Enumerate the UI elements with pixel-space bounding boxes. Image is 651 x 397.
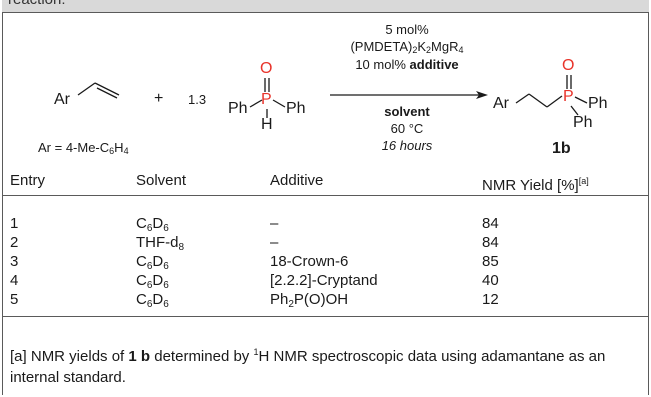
product-bond-3 (546, 95, 563, 108)
cell-solvent: THF-d8 (136, 234, 185, 253)
catalyst-formula: (PMDETA)2K2MgR4 (350, 39, 464, 55)
vinyl-double-bond-a (94, 82, 120, 96)
cell-additive: Ph2P(O)OH (270, 291, 349, 310)
left-border (2, 12, 3, 395)
cell-yield: 85 (482, 253, 499, 270)
product-p-ph-bond (574, 96, 588, 104)
oxygen-atom: O (260, 60, 273, 77)
cell-solvent: C6D6 (136, 272, 169, 291)
phenyl-right: Ph (286, 100, 306, 117)
cell-additive: – (270, 215, 279, 232)
cell-entry: 5 (10, 291, 19, 308)
solvent-label: solvent (384, 104, 430, 119)
product-bond-2 (528, 93, 548, 108)
cell-entry: 1 (10, 215, 19, 232)
scheme-bonds (77, 75, 588, 118)
header-solvent: Solvent (136, 172, 187, 189)
caption-fragment: reaction: (8, 0, 66, 8)
header-additive: Additive (270, 172, 324, 189)
cell-yield: 12 (482, 291, 499, 308)
header-entry: Entry (10, 172, 46, 189)
cell-yield: 40 (482, 272, 499, 289)
product-label: 1b (552, 140, 571, 157)
product-oxygen-atom: O (562, 57, 575, 74)
ar-definition: Ar = 4-Me-C6H4 (38, 140, 129, 156)
table-footnote: [a] NMR yields of 1 b determined by 1H N… (10, 347, 606, 386)
product-ar: Ar (493, 95, 509, 112)
cell-solvent: C6D6 (136, 291, 169, 310)
p-ph-left-bond (249, 99, 263, 108)
right-border (648, 12, 649, 395)
cell-entry: 4 (10, 272, 19, 289)
product-p-ph2-bond (570, 105, 579, 116)
cell-additive: – (270, 234, 279, 251)
cell-entry: 2 (10, 234, 19, 251)
substrate-ar: Ar (54, 91, 70, 108)
cell-entry: 3 (10, 253, 19, 270)
hydrogen-atom: H (261, 116, 273, 133)
temperature: 60 °C (390, 121, 424, 136)
plus-sign: + (154, 90, 164, 107)
p-ph-right-bond (272, 99, 286, 108)
caption-bar: reaction: (2, 0, 649, 13)
catalyst-loading: 5 mol% (385, 22, 429, 37)
vinyl-bond (77, 82, 96, 96)
vinyl-double-bond-b (96, 87, 118, 99)
product-phenyl-bottom: Ph (573, 114, 593, 131)
cell-solvent: C6D6 (136, 215, 169, 234)
cell-solvent: C6D6 (136, 253, 169, 272)
header-yield: NMR Yield [%][a] (482, 176, 589, 194)
product-phosphorus-atom: P (563, 88, 574, 105)
equivalents: 1.3 (188, 92, 207, 107)
additive-loading: 10 mol% additive (355, 57, 459, 72)
cell-yield: 84 (482, 234, 499, 251)
product-phenyl-top: Ph (588, 95, 608, 112)
cell-additive: 18-Crown-6 (270, 253, 349, 270)
reaction-time: 16 hours (381, 138, 433, 153)
cell-yield: 84 (482, 215, 499, 232)
phosphorus-atom: P (261, 91, 272, 108)
header-rule (3, 195, 648, 196)
reaction-arrow-head (476, 91, 488, 99)
body-rule (3, 316, 648, 317)
product-bond-1 (515, 93, 530, 104)
reaction-scheme: Ar + 1.3 O P Ph Ph H Ar = 4-Me-C6H4 5 mo… (2, 12, 649, 162)
phenyl-left: Ph (228, 100, 248, 117)
cell-additive: [2.2.2]-Cryptand (270, 272, 378, 289)
